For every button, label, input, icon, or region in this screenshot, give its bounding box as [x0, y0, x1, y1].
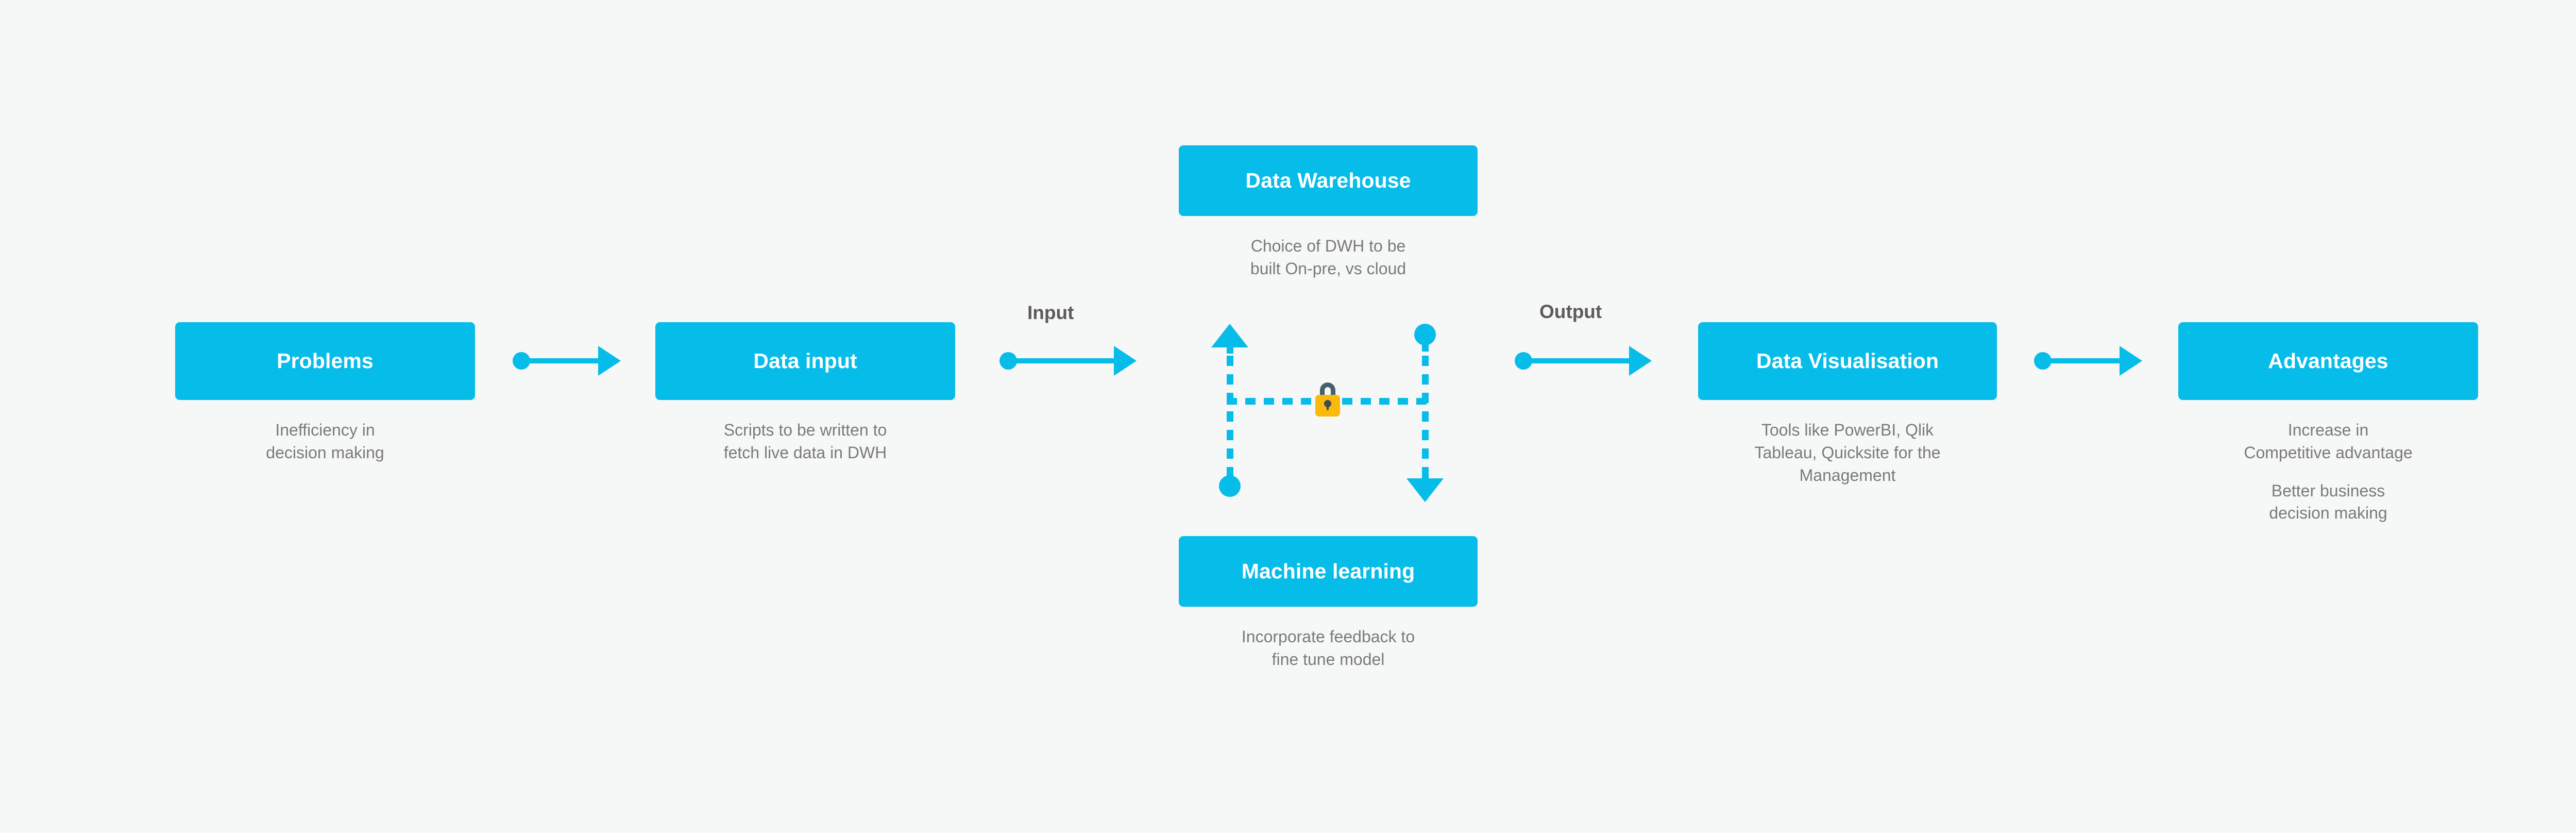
padlock-icon	[1311, 379, 1344, 418]
node-data-warehouse[interactable]: Data Warehouse Choice of DWH to be built…	[1179, 145, 1478, 280]
node-advantages-caption: Increase in Competitive advantage	[2244, 421, 2413, 462]
node-advantages-caption-secondary: Better business decision making	[2269, 481, 2387, 523]
node-data-visualisation-caption: Tools like PowerBI, Qlik Tableau, Quicks…	[1754, 421, 1941, 485]
node-problems-title: Problems	[277, 349, 374, 373]
connector-shaft	[2048, 358, 2121, 363]
loop-dashed-line-horizontal-left	[1227, 398, 1317, 405]
connector-shaft	[1529, 358, 1630, 363]
node-problems-caption: Inefficiency in decision making	[266, 421, 384, 462]
node-machine-learning[interactable]: Machine learning Incorporate feedback to…	[1179, 536, 1478, 671]
loop-dashed-line-horizontal-right	[1342, 398, 1429, 405]
connector-data-input-to-warehouse	[999, 345, 1144, 376]
node-advantages[interactable]: Advantages Increase in Competitive advan…	[2178, 322, 2478, 525]
node-advantages-title: Advantages	[2268, 349, 2388, 373]
node-data-input[interactable]: Data input Scripts to be written to fetc…	[655, 322, 955, 464]
arrow-right-icon	[1629, 346, 1652, 376]
node-data-visualisation[interactable]: Data Visualisation Tools like PowerBI, Q…	[1698, 322, 1997, 487]
dot-icon	[1219, 475, 1241, 497]
arrow-up-icon	[1211, 324, 1248, 347]
connector-visualisation-to-advantages	[2034, 345, 2142, 376]
arrow-right-icon	[598, 346, 621, 376]
node-data-warehouse-box[interactable]: Data Warehouse	[1179, 145, 1478, 216]
loop-dashed-line-left	[1227, 356, 1233, 475]
connector-label-input: Input	[1027, 302, 1074, 323]
node-data-input-title: Data input	[753, 349, 857, 373]
connector-warehouse-to-visualisation	[1515, 345, 1659, 376]
loop-stub-top-left	[1227, 346, 1233, 354]
arrow-down-icon	[1406, 478, 1444, 502]
connector-problems-to-data-input	[513, 345, 621, 376]
connector-shaft	[527, 358, 599, 363]
node-data-warehouse-caption: Choice of DWH to be built On-pre, vs clo…	[1250, 237, 1406, 278]
node-data-visualisation-title: Data Visualisation	[1756, 349, 1939, 373]
node-problems[interactable]: Problems Inefficiency in decision making	[175, 322, 475, 464]
node-data-visualisation-box[interactable]: Data Visualisation	[1698, 322, 1997, 400]
node-machine-learning-caption: Incorporate feedback to fine tune model	[1241, 627, 1415, 669]
node-data-warehouse-title: Data Warehouse	[1245, 169, 1411, 192]
node-problems-box[interactable]: Problems	[175, 322, 475, 400]
connector-shaft	[1014, 358, 1115, 363]
node-advantages-box[interactable]: Advantages	[2178, 322, 2478, 400]
node-data-input-box[interactable]: Data input	[655, 322, 955, 400]
node-machine-learning-title: Machine learning	[1241, 559, 1415, 583]
loop-dashed-line-right	[1422, 356, 1429, 475]
arrow-right-icon	[2120, 346, 2142, 376]
node-data-input-caption: Scripts to be written to fetch live data…	[723, 421, 887, 462]
arrow-right-icon	[1114, 346, 1137, 376]
node-machine-learning-box[interactable]: Machine learning	[1179, 536, 1478, 607]
loop-stub-top-right	[1422, 341, 1429, 352]
connector-label-output: Output	[1539, 301, 1602, 322]
